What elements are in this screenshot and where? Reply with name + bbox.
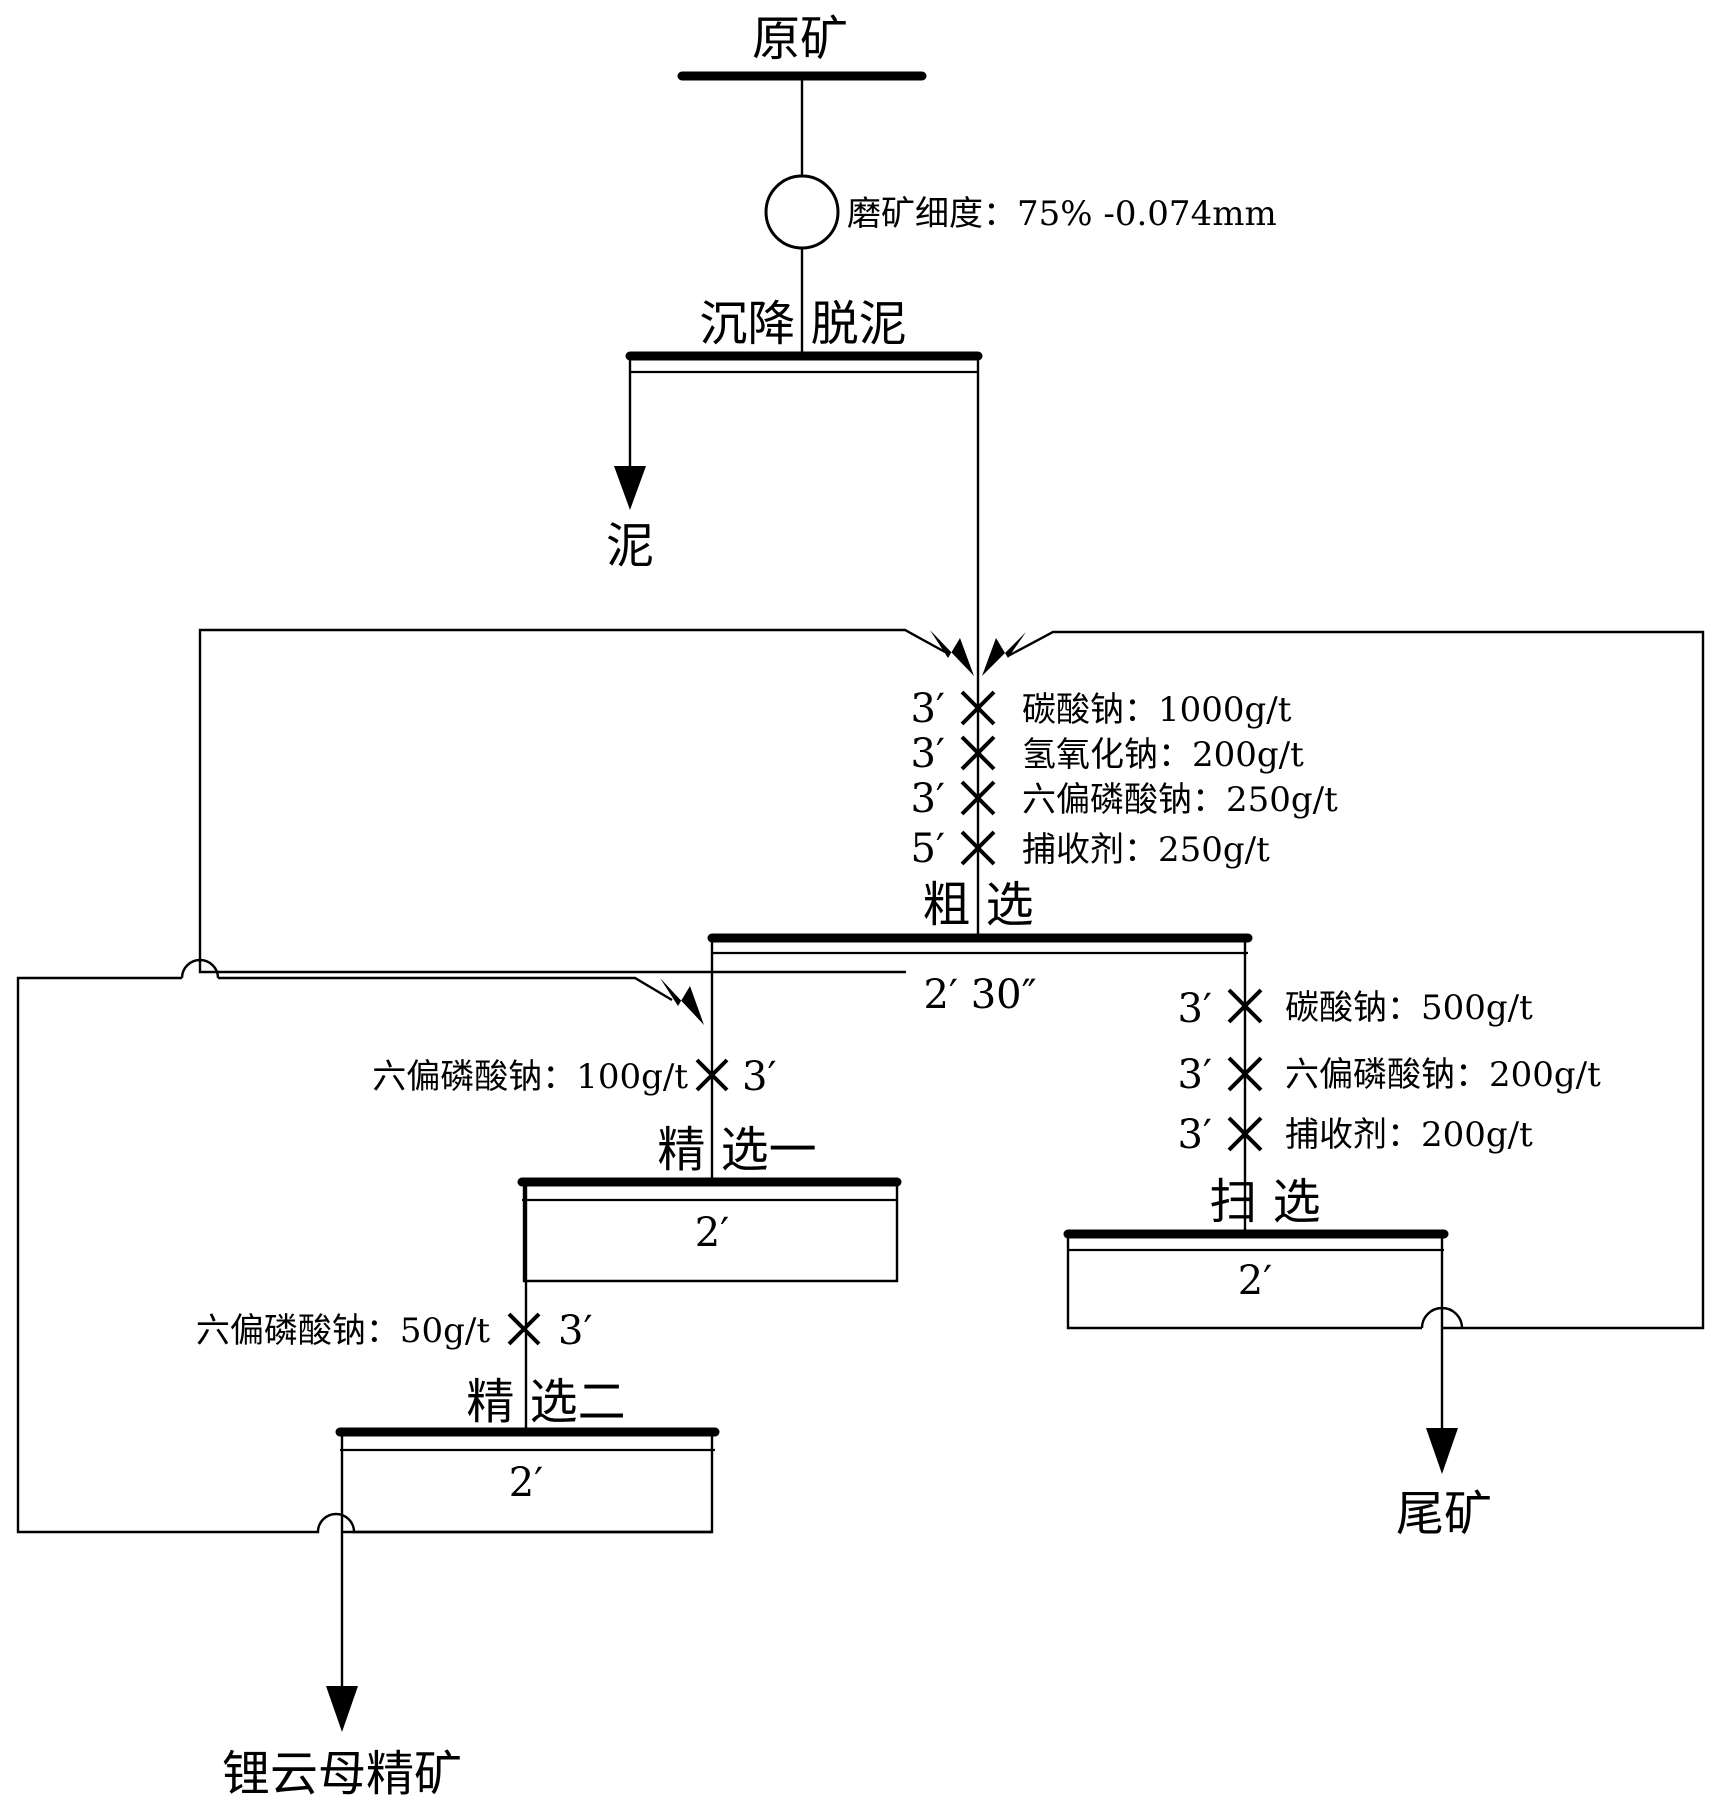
rougher-reagent-text: 捕收剂：250g/t	[1022, 830, 1270, 870]
scavenger-reagent-time: 3′	[1177, 1052, 1212, 1098]
slime-label: 泥	[606, 518, 654, 574]
cleaner2-label: 精 选二	[466, 1374, 625, 1430]
crossover-hop-icon	[180, 958, 220, 979]
rougher-reagent-time: 3′	[910, 776, 945, 822]
scavenger-reagent-1: 3′ 碳酸钠：500g/t	[1177, 986, 1533, 1032]
grinding-label: 磨矿细度：75% -0.074mm	[847, 194, 1277, 234]
rougher-reagent-2: 3′ 氢氧化钠：200g/t	[910, 731, 1304, 777]
tailings-label: 尾矿	[1396, 1486, 1492, 1542]
cleaner1-reagent: 六偏磷酸钠：100g/t 3′	[372, 1054, 776, 1100]
cleaner1-recycle-arrow-icon	[930, 630, 974, 676]
cleaner2-tailings-recycle-line	[16, 976, 308, 1534]
scavenger-reagent-time: 3′	[1177, 986, 1212, 1032]
reagent-addition-x-icon	[1227, 1056, 1263, 1092]
rougher-reagent-text: 氢氧化钠：200g/t	[1022, 735, 1304, 775]
cleaner2-reagent-time: 3′	[558, 1308, 593, 1354]
cleaner2-cell	[340, 1436, 714, 1534]
scavenger-reagent-3: 3′ 捕收剂：200g/t	[1177, 1112, 1533, 1158]
reagent-addition-x-icon	[960, 735, 996, 771]
cleaner2-recycle-to-cleaner1-line	[218, 976, 673, 1002]
scavenger-reagent-text: 捕收剂：200g/t	[1285, 1115, 1533, 1155]
cleaner1-tailings-recycle-line	[198, 628, 946, 974]
cleaner1-label: 精 选一	[657, 1122, 816, 1178]
rougher-reagent-text: 碳酸钠：1000g/t	[1022, 690, 1292, 730]
cleaner2-reagent: 六偏磷酸钠：50g/t 3′	[196, 1308, 593, 1354]
rougher-reagent-1: 3′ 碳酸钠：1000g/t	[910, 686, 1291, 732]
reagent-addition-x-icon	[695, 1058, 729, 1092]
reagent-addition-x-icon	[960, 830, 996, 866]
scavenger-reagent-text: 六偏磷酸钠：200g/t	[1285, 1055, 1601, 1095]
reagent-addition-x-icon	[507, 1312, 541, 1346]
scavenger-cell	[1066, 1238, 1422, 1330]
scavenger-reagent-time: 3′	[1177, 1112, 1212, 1158]
scavenger-label: 扫 选	[1209, 1174, 1320, 1230]
cleaner1-reagent-time: 3′	[742, 1054, 777, 1100]
rougher-label: 粗 选	[922, 877, 1033, 933]
cleaner2-time: 2′	[509, 1460, 544, 1506]
scavenger-froth-recycle-line	[1007, 630, 1705, 1330]
rougher-reagent-time: 3′	[910, 686, 945, 732]
cleaner1-cell	[522, 1186, 899, 1283]
rougher-reagent-time: 5′	[910, 826, 945, 872]
cleaner2-recycle-arrow-icon	[660, 978, 704, 1025]
slime-arrow-icon	[614, 466, 646, 510]
rougher-reagent-text: 六偏磷酸钠：250g/t	[1022, 780, 1338, 820]
scavenger-recycle-arrow-icon	[982, 632, 1026, 676]
rougher-reagent-3: 3′ 六偏磷酸钠：250g/t	[910, 776, 1338, 822]
feed-label: 原矿	[752, 11, 848, 67]
cleaner2-reagent-text: 六偏磷酸钠：50g/t	[196, 1311, 490, 1351]
reagent-addition-x-icon	[960, 690, 996, 726]
reagent-addition-x-icon	[1227, 988, 1263, 1024]
cleaner1-reagent-text: 六偏磷酸钠：100g/t	[372, 1057, 688, 1097]
scavenger-time: 2′	[1238, 1258, 1273, 1304]
reagent-addition-x-icon	[960, 780, 996, 816]
rougher-reagent-time: 3′	[910, 731, 945, 777]
desliming-label: 沉降 脱泥	[699, 296, 906, 352]
rougher-time: 2′ 30″	[923, 972, 1036, 1018]
grinding-mill-icon	[764, 174, 840, 250]
scavenger-reagent-text: 碳酸钠：500g/t	[1285, 988, 1533, 1028]
concentrate-arrow-icon	[326, 1686, 358, 1732]
tailings-arrow-icon	[1426, 1428, 1458, 1474]
cleaner2-tailings-hop	[308, 1512, 364, 1534]
concentrate-label: 锂云母精矿	[222, 1746, 462, 1802]
scavenger-reagent-2: 3′ 六偏磷酸钠：200g/t	[1177, 1052, 1601, 1098]
reagent-addition-x-icon	[1227, 1116, 1263, 1152]
rougher-reagent-4: 5′ 捕收剂：250g/t	[910, 826, 1270, 872]
cleaner1-time: 2′	[695, 1210, 730, 1256]
